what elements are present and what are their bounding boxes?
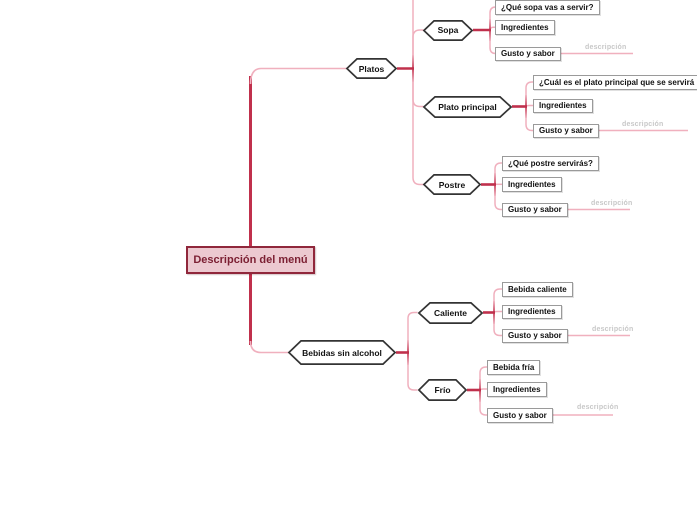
node-caliente[interactable]: Caliente [417,301,484,324]
junction-stubs [396,28,527,392]
node-caliente-ingredientes[interactable]: Ingredientes [502,304,562,319]
node-postre[interactable]: Postre [422,174,482,195]
node-plato-principal-gusto[interactable]: Gusto y sabor [533,123,599,138]
note-sopa-descripcion[interactable]: descripción [585,44,627,51]
node-postre-label: Postre [438,179,466,190]
node-bebidas-sin-alcohol[interactable]: Bebidas sin alcohol [287,340,397,365]
node-bebidas-label: Bebidas sin alcohol [302,347,382,358]
node-plato-principal-label: Plato principal [438,101,497,112]
node-postre-ingredientes[interactable]: Ingredientes [502,177,562,192]
note-postre-descripcion[interactable]: descripción [591,200,633,207]
node-plato-principal-ingredientes[interactable]: Ingredientes [533,98,593,113]
note-caliente-descripcion[interactable]: descripción [592,326,634,333]
root-node-label: Descripción del menú [193,254,308,266]
node-frio-bebida[interactable]: Bebida fría [487,360,541,375]
node-platos-label: Platos [358,63,385,74]
node-sopa-gusto[interactable]: Gusto y sabor [495,46,561,61]
note-frio-descripcion[interactable]: descripción [577,403,619,411]
note-plato-principal-descripcion[interactable]: descripción [622,121,664,128]
node-caliente-gusto[interactable]: Gusto y sabor [502,328,568,343]
node-sopa[interactable]: Sopa [422,19,474,41]
node-frio-ingredientes[interactable]: Ingredientes [487,382,547,397]
node-sopa-label: Sopa [437,25,459,35]
node-postre-question[interactable]: ¿Qué postre servirás? [502,156,599,171]
node-frio-label: Frío [434,385,451,395]
node-frio-gusto[interactable]: Gusto y sabor [487,408,553,423]
node-sopa-question[interactable]: ¿Qué sopa vas a servir? [495,0,600,15]
node-sopa-ingredientes[interactable]: Ingredientes [495,20,555,35]
trunk-lines [249,67,347,354]
branch-links [407,0,534,416]
node-platos[interactable]: Platos [345,58,398,79]
node-caliente-label: Caliente [433,307,468,318]
node-plato-principal[interactable]: Plato principal [422,95,513,118]
note-underlines [546,52,688,416]
node-postre-gusto[interactable]: Gusto y sabor [502,202,568,217]
root-node[interactable]: Descripción del menú [186,246,315,274]
node-caliente-bebida[interactable]: Bebida caliente [502,282,573,297]
node-plato-principal-question[interactable]: ¿Cuál es el plato principal que se servi… [533,75,697,90]
node-frio[interactable]: Frío [417,379,468,401]
